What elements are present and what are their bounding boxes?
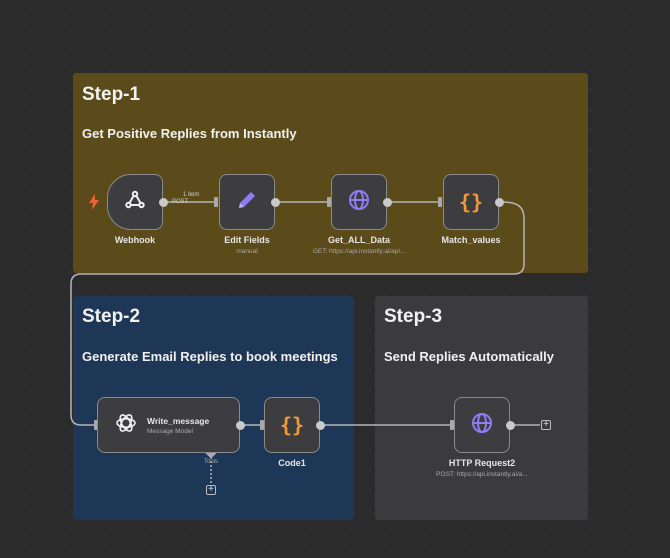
httprequest-input-handle[interactable] [450, 420, 454, 430]
step-3-subtitle: Send Replies Automatically [384, 349, 555, 364]
getalldata-input-handle[interactable] [327, 197, 331, 207]
webhook-output-handle[interactable] [159, 198, 168, 207]
webhook-icon [123, 188, 147, 217]
http-request2-sublabel: POST: https://api.instantly.ai/a... [436, 471, 528, 478]
code-braces-icon: {} [279, 413, 305, 437]
code1-label: Code1 [278, 458, 306, 468]
http-request2-label: HTTP Request2 [448, 458, 516, 468]
add-node-plus-icon[interactable]: + [541, 420, 551, 430]
get-all-data-label: Get_ALL_Data [327, 235, 391, 245]
step-3-title: Step-3 [384, 306, 443, 327]
trigger-bolt-icon [88, 194, 100, 210]
code1-output-handle[interactable] [316, 421, 325, 430]
connection-matchvalues-writemessage [70, 201, 525, 426]
match-values-node[interactable]: {} [443, 174, 499, 230]
edit-fields-label: Edit Fields [224, 235, 270, 245]
step-1-subtitle: Get Positive Replies from Instantly [82, 126, 297, 141]
code-braces-icon: {} [458, 190, 484, 214]
sticky-note-step-1[interactable]: Step-1 Get Positive Replies from Instant… [73, 73, 588, 273]
http-request2-node[interactable] [454, 397, 510, 453]
code1-input-handle[interactable] [260, 420, 264, 430]
openai-icon [114, 411, 138, 440]
getalldata-output-handle[interactable] [383, 198, 392, 207]
get-all-data-sublabel: GET: https://api.instantly.ai/api... [312, 248, 406, 255]
write-message-label: Write_message [147, 415, 210, 426]
write-message-node[interactable]: Write_message Message Model [97, 397, 240, 453]
edit-fields-sublabel: manual [236, 248, 258, 255]
editfields-input-handle[interactable] [214, 197, 218, 207]
globe-icon [470, 411, 494, 440]
writemessage-input-handle[interactable] [94, 420, 98, 430]
sticky-note-step-3[interactable]: Step-3 Send Replies Automatically [375, 296, 588, 520]
code1-node[interactable]: {} [264, 397, 320, 453]
webhook-node[interactable] [107, 174, 163, 230]
pencil-icon [235, 188, 259, 217]
get-all-data-node[interactable] [331, 174, 387, 230]
step-2-subtitle: Generate Email Replies to book meetings [82, 349, 338, 364]
add-tool-plus-icon[interactable]: + [206, 485, 216, 495]
httprequest-output-handle[interactable] [506, 421, 515, 430]
tools-port-label: Tools [203, 459, 219, 465]
writemessage-output-handle[interactable] [236, 421, 245, 430]
editfields-output-handle[interactable] [271, 198, 280, 207]
globe-icon [347, 188, 371, 217]
item-count-label: 1 item [183, 192, 200, 198]
write-message-sublabel: Message Model [147, 427, 193, 435]
step-1-title: Step-1 [82, 84, 141, 105]
method-label: POST [172, 199, 189, 205]
matchvalues-input-handle[interactable] [438, 197, 442, 207]
step-2-title: Step-2 [82, 306, 141, 327]
edit-fields-node[interactable] [219, 174, 275, 230]
match-values-label: Match_values [441, 235, 501, 245]
webhook-label: Webhook [114, 235, 156, 245]
matchvalues-output-handle[interactable] [495, 198, 504, 207]
